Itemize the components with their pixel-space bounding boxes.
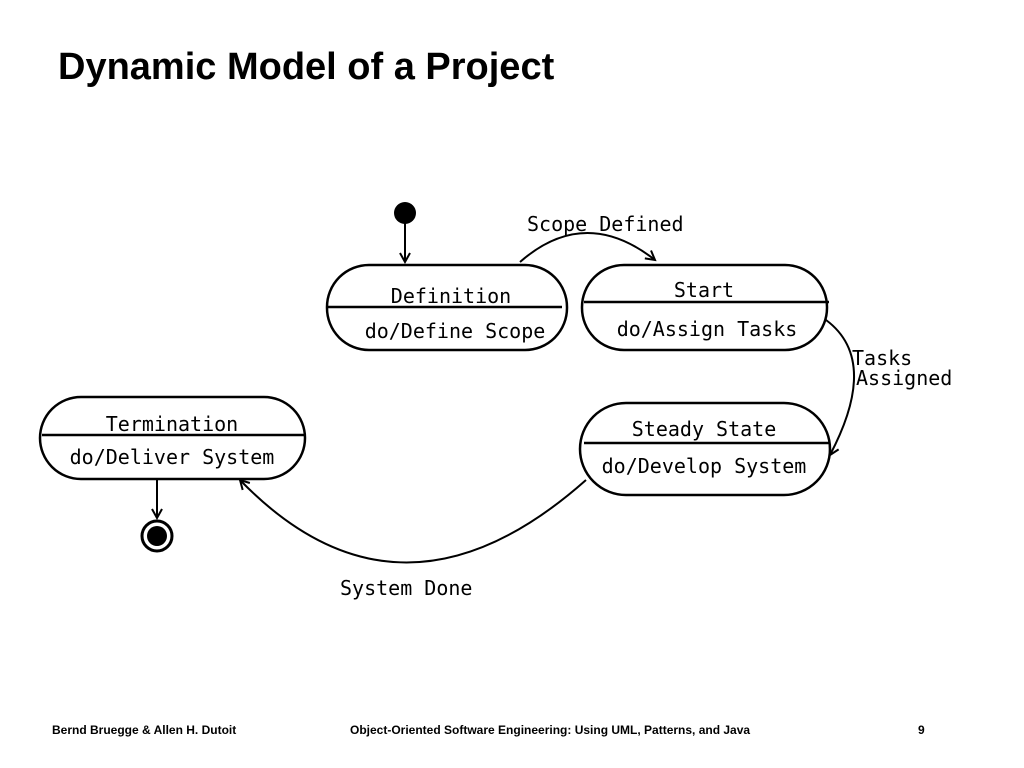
state-name: Termination — [106, 412, 238, 436]
page-title: Dynamic Model of a Project — [58, 46, 555, 88]
state-activity: do/Assign Tasks — [617, 317, 798, 341]
transition-label-tasks: Tasks — [852, 346, 912, 370]
state-definition: Definition do/Define Scope — [325, 263, 569, 352]
state-activity: do/Deliver System — [70, 445, 275, 469]
state-start: Start do/Assign Tasks — [580, 263, 829, 352]
transition-label-system-done: System Done — [340, 576, 472, 600]
transition-scope-defined-arrow — [519, 232, 655, 263]
state-activity: do/Develop System — [602, 454, 807, 478]
footer-book-title: Object-Oriented Software Engineering: Us… — [350, 723, 751, 737]
state-name: Definition — [391, 284, 511, 308]
state-steady-state: Steady State do/Develop System — [578, 401, 832, 497]
footer-page-number: 9 — [918, 723, 925, 737]
transition-label-scope-defined: Scope Defined — [527, 212, 684, 236]
transition-label-assigned: Assigned — [856, 366, 952, 390]
state-termination: Termination do/Deliver System — [38, 395, 307, 481]
state-activity: do/Define Scope — [365, 319, 546, 343]
state-name: Steady State — [632, 417, 777, 441]
transition-tasks-assigned-arrow — [825, 319, 855, 455]
footer-authors: Bernd Bruegge & Allen H. Dutoit — [52, 723, 237, 737]
final-state — [140, 519, 174, 553]
state-name: Start — [674, 278, 734, 302]
initial-state — [394, 202, 416, 224]
transition-system-done-arrow — [240, 480, 587, 564]
